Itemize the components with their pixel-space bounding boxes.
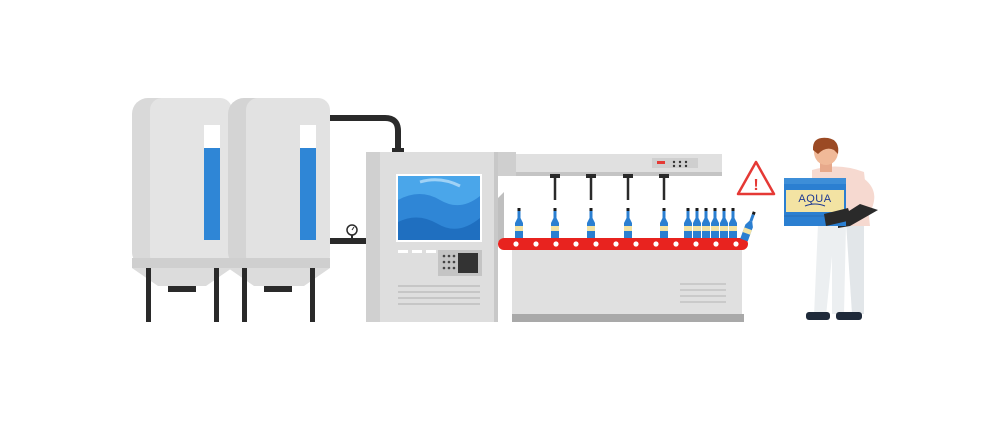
bottle-icon [551,208,559,238]
worker [806,137,878,320]
pressure-gauge-icon [346,224,358,238]
bottle-icon-tipping [740,210,759,242]
bottle-icon [693,208,701,238]
storage-tank-right [228,98,330,322]
filling-nozzles [553,176,666,200]
control-panel [438,250,482,276]
bottle-icon [624,208,632,238]
box-label: AQUA [798,193,831,205]
water-level-indicator [300,148,316,240]
bottle-icon [684,208,692,238]
pipe-system [330,115,401,152]
water-level-indicator [204,148,220,240]
bottle-icon [720,208,728,238]
water-window [396,174,482,242]
conveyor-base [512,248,744,322]
control-screen [458,253,478,273]
conveyor-belt [498,238,748,250]
storage-tank-left [132,98,232,322]
bottle-icon [729,208,737,238]
bottle-icon [660,208,668,238]
bottle-icon [711,208,719,238]
bottles [515,208,759,242]
bottle-icon [702,208,710,238]
bottle-icon [515,208,523,238]
inlet-pipe [330,238,366,244]
status-light [657,161,665,164]
filling-machine [366,152,504,322]
box-icon: AQUA [784,178,852,226]
warning-triangle-icon: ! [736,160,776,196]
warning-symbol: ! [753,177,758,194]
bottle-icon [587,208,595,238]
conveyor-hood [498,152,722,176]
